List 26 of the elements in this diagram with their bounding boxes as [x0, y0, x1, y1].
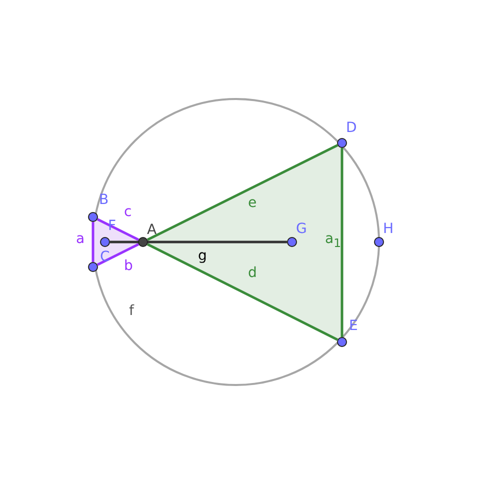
point-marker [337, 138, 347, 148]
line-segment [146, 144, 338, 241]
point-label: A [147, 223, 157, 237]
segment-label: g [198, 249, 207, 263]
point-label: H [383, 222, 394, 236]
segment-label: a [76, 232, 85, 246]
segment-label: c [124, 205, 132, 219]
line-segment [96, 218, 140, 241]
point-label: B [99, 193, 109, 207]
line-segment [340, 148, 344, 337]
line-segment [110, 240, 287, 244]
circle-label: f [129, 304, 134, 318]
point-marker [88, 212, 98, 222]
point-label: D [346, 121, 357, 135]
segment-label: d [248, 266, 257, 280]
line-segment [146, 243, 338, 341]
point-marker [374, 237, 384, 247]
segment-label: b [124, 259, 133, 273]
segment-label: e [248, 196, 257, 210]
line-segment [96, 243, 140, 266]
segment-label: a$_{1}$ [325, 232, 342, 250]
point-label: G [296, 222, 307, 236]
point-marker [88, 262, 98, 272]
point-marker [337, 337, 347, 347]
point-marker [138, 237, 148, 247]
line-segment [92, 222, 94, 262]
